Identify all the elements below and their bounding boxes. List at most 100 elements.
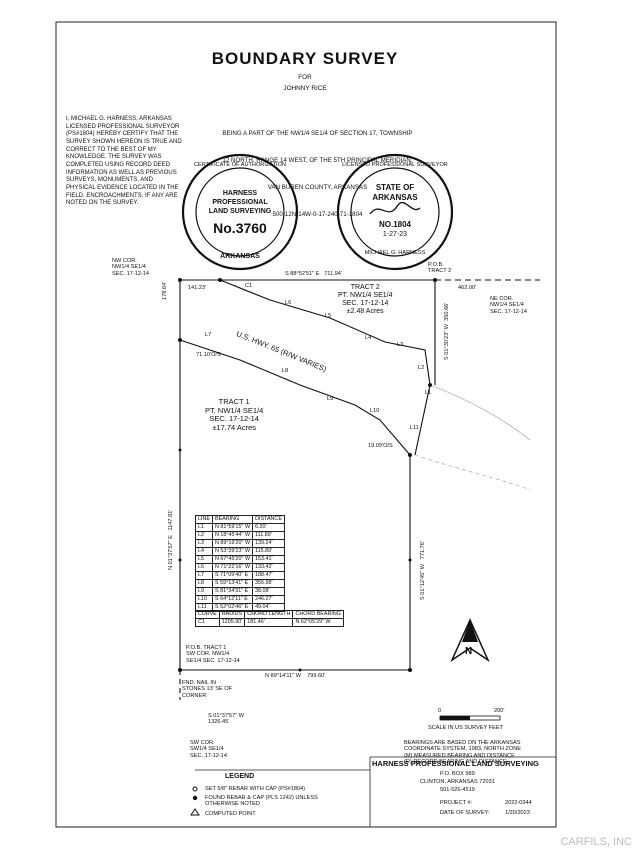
line-table-cell: 6.20': [252, 523, 285, 532]
legend-symbols: [190, 786, 200, 816]
highway-lines: [414, 384, 531, 491]
line-table-cell: 246.27': [252, 595, 285, 604]
line-table-cell: N 67°45'20" W: [211, 555, 254, 564]
line-table-cell: 139.24': [252, 539, 285, 548]
line-table-cell: L4: [195, 547, 213, 556]
line-table-cell: L10: [195, 595, 213, 604]
label-c1: C1: [245, 283, 253, 289]
seal-right-state2: ARKANSAS: [372, 193, 418, 202]
line-table-cell: LINE: [195, 515, 213, 524]
desc-line: 12 NORTH, RANGE 14 WEST, OF THE 5TH PRIN…: [222, 156, 413, 164]
top-call: S 88°52'51" E 711.94': [285, 271, 342, 277]
offset-east: 19.09'O/S: [368, 443, 393, 449]
seal-right-outer: LICENSED PROFESSIONAL SURVEYOR: [342, 162, 448, 168]
label-l8: L8: [282, 368, 289, 374]
curve-table-cell: CHORD BEARING: [292, 610, 344, 619]
line-table-cell: N 81°59'15" W: [211, 523, 254, 532]
east-call: S 01°12'45" W 771.76': [420, 541, 426, 600]
line-table-cell: L3: [195, 539, 213, 548]
line-table-cell: 188.47': [252, 571, 285, 580]
label-l1: L1: [425, 390, 432, 396]
distance-141: 141.23': [188, 285, 207, 291]
line-table-cell: DISTANCE: [252, 515, 285, 524]
seal-left: [181, 153, 299, 271]
line-table-cell: N 71°22'16" W: [211, 563, 254, 572]
line-table-cell: 115.89': [252, 547, 285, 556]
sheet-border: [55, 21, 557, 828]
line-table-cell: S 81°34'31" E: [211, 587, 254, 596]
tract2-label: TRACT 2 PT. NW1/4 SE1/4 SEC. 17-12-14 ±2…: [338, 284, 393, 316]
seal-left-firm1: HARNESS: [222, 190, 258, 197]
legend-title: LEGEND: [225, 773, 255, 780]
north-label: N: [465, 646, 473, 657]
pob-tract1-label: P.O.B. TRACT 1 SW COR. NW1/4 SE1/4 SEC. …: [186, 645, 240, 664]
line-table-cell: 356.98': [252, 579, 285, 588]
firm-box: P.O. BOX 989: [440, 771, 475, 777]
line-table-cell: N 89°19'20" W: [211, 539, 254, 548]
client-name: JOHNNY RICE: [283, 85, 327, 92]
survey-date-label: DATE OF SURVEY:: [440, 810, 490, 816]
curve-table-cell: CURVE: [195, 610, 220, 619]
basis-of-bearings-note: BEARINGS ARE BASED ON THE ARKANSAS COORD…: [404, 740, 521, 766]
north-arrow: [450, 618, 490, 663]
label-l11: L11: [410, 425, 419, 431]
line-table-cell: BEARING: [211, 515, 254, 524]
legend-item: FOUND REBAR & CAP (PLS 1242) UNLESS OTHE…: [205, 795, 318, 808]
project-label: PROJECT #:: [440, 800, 473, 806]
line-table-cell: L1: [195, 523, 213, 532]
label-l7: L7: [205, 332, 212, 338]
nw-corner-label: NW COR. NW1/4 SE1/4 SEC. 17-12-14: [112, 258, 150, 277]
seal-right-number: NO.1804: [378, 220, 412, 229]
seal-left-state: ARKANSAS: [220, 253, 260, 260]
distance-178: 178.64': [162, 281, 168, 300]
tract1-label: TRACT 1 PT. NW1/4 SE1/4 SEC. 17-12-14 ±1…: [205, 397, 264, 432]
line-table-cell: N 18°45'44" W: [211, 531, 254, 540]
scale-bar: [439, 715, 501, 721]
firm-phone: 501-526-4519: [440, 787, 475, 793]
label-l10: L10: [370, 408, 380, 414]
parcel-number: 500-12N-14W-0-17-240-71-1804: [272, 210, 363, 218]
seal-left-firm3: LAND SURVEYING: [208, 208, 272, 215]
scale-caption: SCALE IN US SURVEY FEET: [428, 725, 504, 731]
seal-left-number: No.3760: [213, 220, 267, 236]
seal-right-state1: STATE OF: [375, 183, 415, 192]
label-l2: L2: [418, 365, 425, 371]
west-call: N 01°37'57" E 1147.81': [168, 509, 174, 570]
offset-west: 71.10'O/S: [196, 352, 221, 358]
line-table-cell: 111.89': [252, 531, 285, 540]
legend-item: COMPUTED POINT: [205, 811, 256, 817]
scale-zero: 0: [438, 708, 442, 714]
title-block: [195, 756, 556, 827]
label-l5: L5: [325, 313, 332, 319]
curve-table-cell: CHORD LENGTH: [244, 610, 294, 619]
seal-left-firm2: PROFESSIONAL: [212, 199, 268, 206]
line-table-cell: L9: [195, 587, 213, 596]
line-table-cell: S 64°12'11" E: [211, 595, 254, 604]
pob-tract2-label: P.O.B. TRACT 2: [428, 262, 452, 275]
seal-right-date: 1-27-23: [382, 231, 408, 238]
firm-name: HARNESS PROFESSIONAL LAND SURVEYING: [372, 759, 539, 768]
scale-end: 200': [494, 708, 505, 714]
found-nail-note: FND. NAIL IN STONES 13' SE OF CORNER: [182, 680, 233, 699]
label-l3: L3: [397, 342, 404, 348]
line-table-cell: L2: [195, 531, 213, 540]
curve-table-cell: C1: [195, 618, 220, 627]
survey-date: 1/20/2023: [505, 810, 530, 816]
ne-corner-label: NE COR. NW1/4 SE1/4 SEC. 17-12-14: [490, 296, 528, 315]
east-call-tract2: S 01°30'23" W 350.66': [444, 302, 450, 360]
line-table-cell: L6: [195, 563, 213, 572]
line-table-cell: L7: [195, 571, 213, 580]
